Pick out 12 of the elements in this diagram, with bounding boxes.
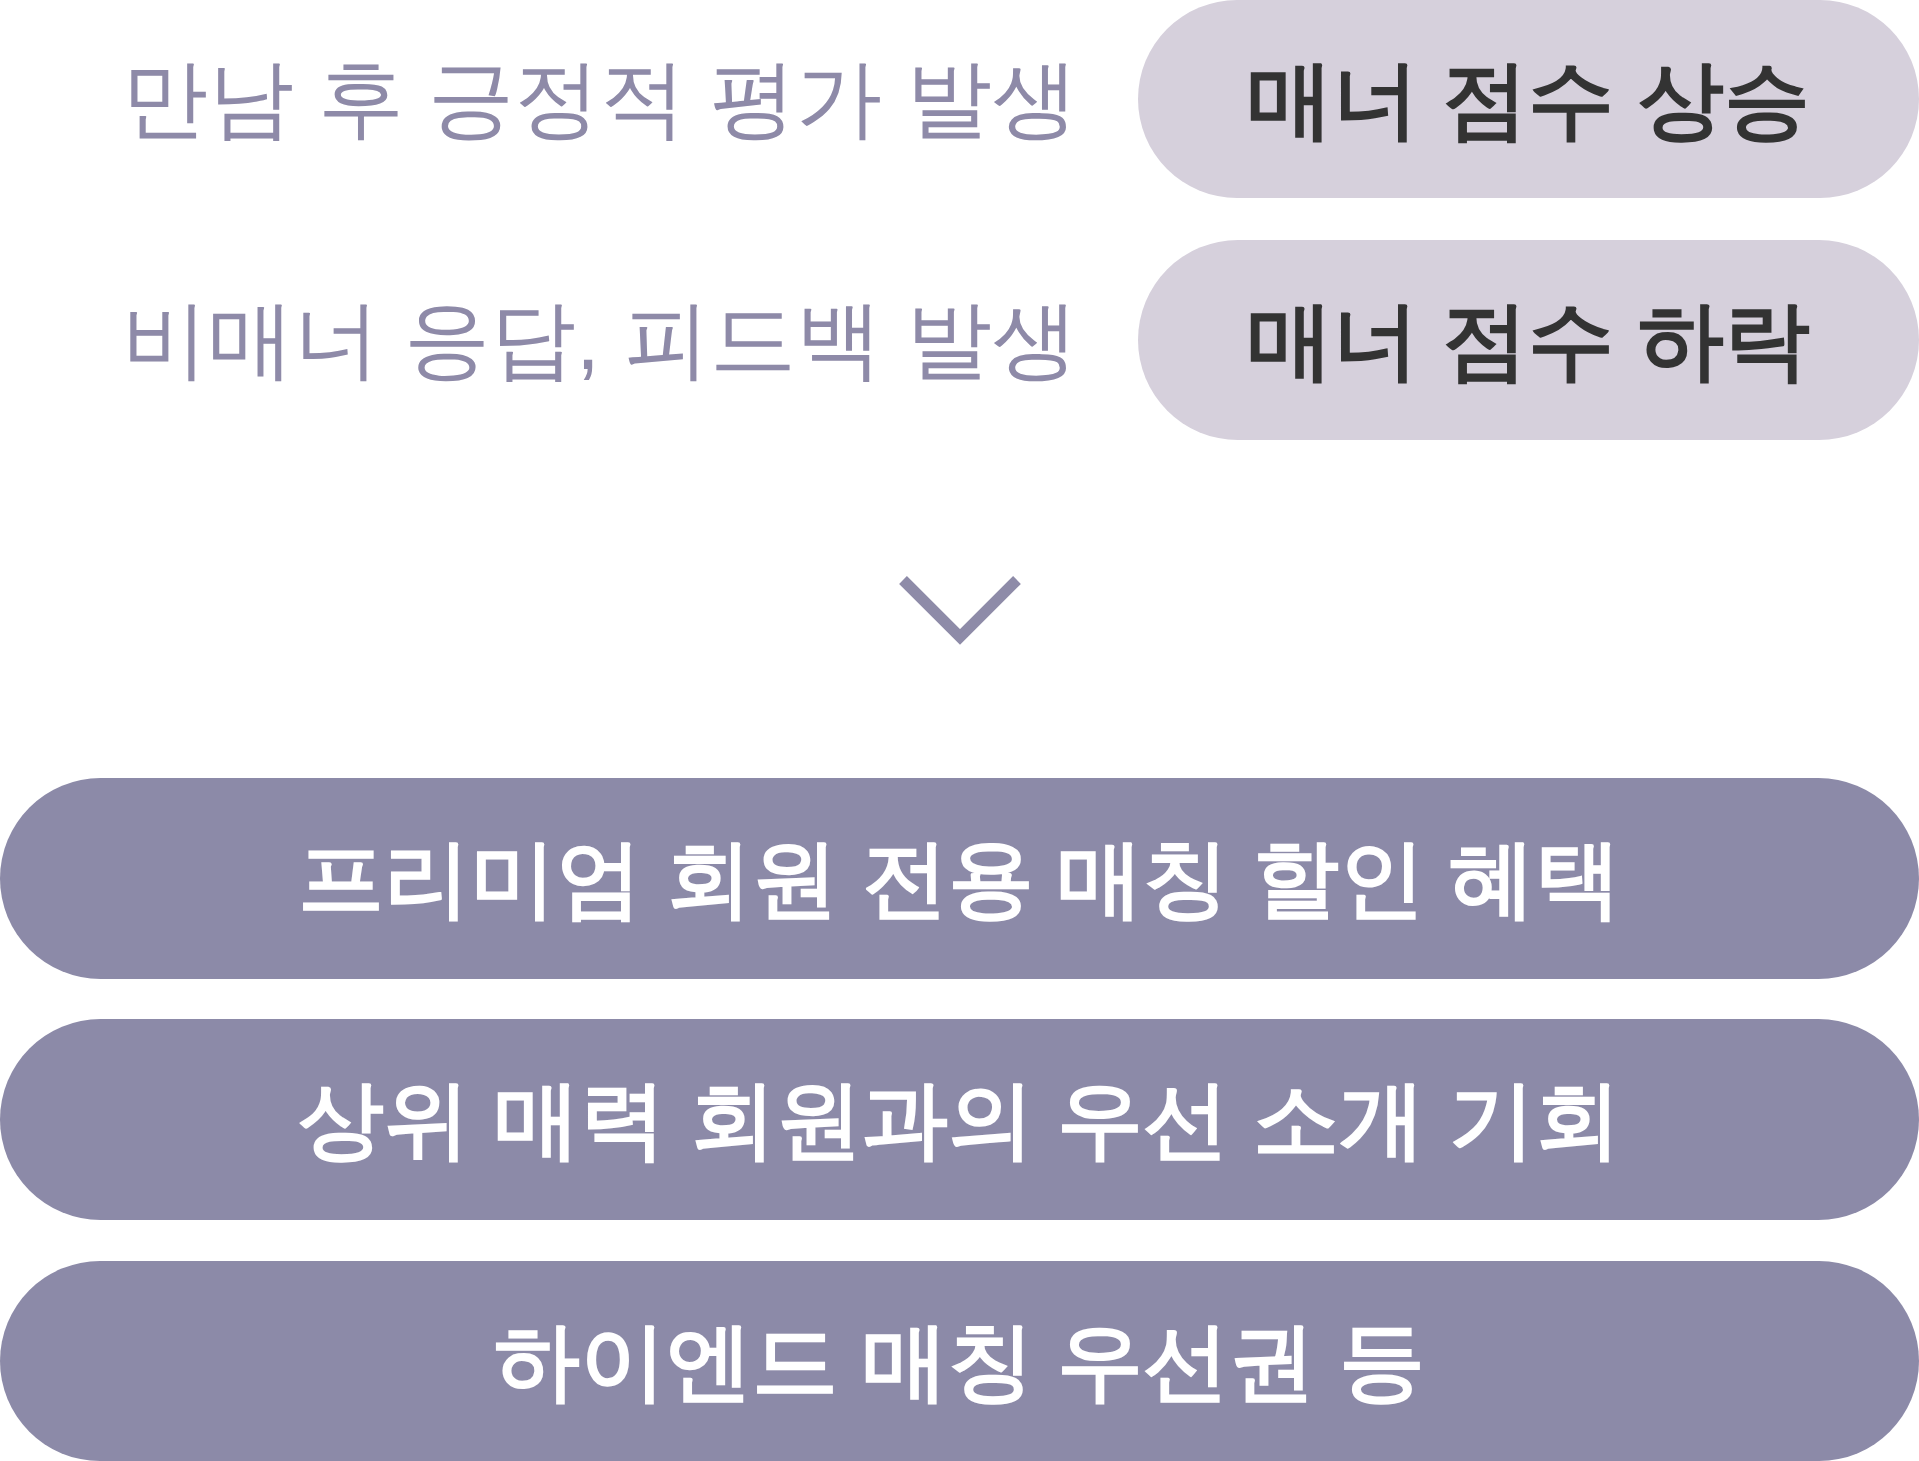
pill-label: 매너 점수 하락	[1246, 290, 1811, 390]
rounded-pill	[0, 1261, 1919, 1461]
rounded-pill	[1138, 0, 1919, 198]
pill-label: 하이엔드 매칭 우선권 등	[493, 1311, 1426, 1411]
pill-label: 상위 매력 회원과의 우선 소개 기회	[297, 1070, 1622, 1169]
pill-label: 매너 점수 상승	[1246, 49, 1811, 149]
rounded-pill	[0, 778, 1919, 979]
side-caption: 만남 후 긍정적 평가 발생	[122, 49, 1078, 148]
pill-label: 프리미엄 회원 전용 매칭 할인 혜택	[297, 829, 1622, 928]
rounded-pill	[0, 1019, 1919, 1220]
rounded-pill	[1138, 240, 1919, 440]
side-caption: 비매너 응답, 피드백 발생	[122, 290, 1078, 389]
